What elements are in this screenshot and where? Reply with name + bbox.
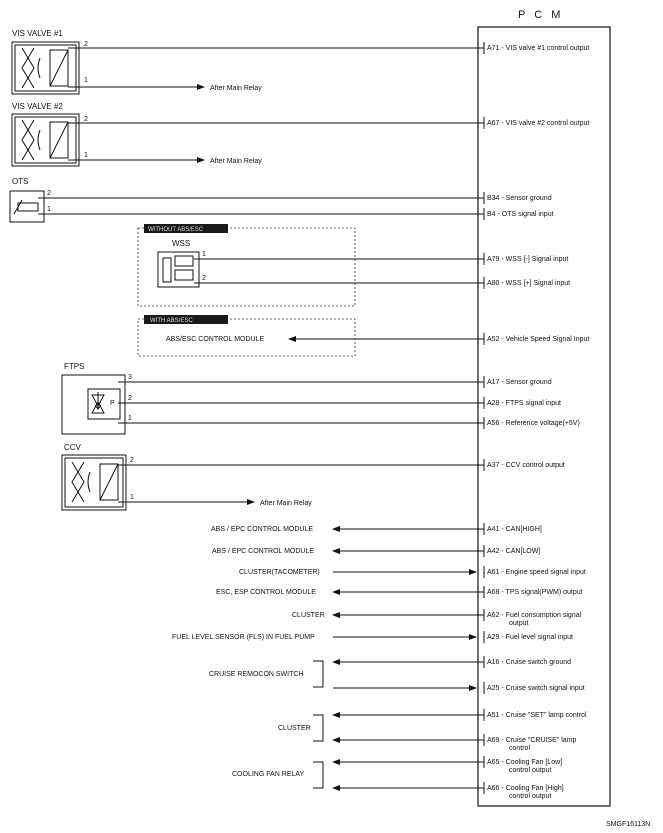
pcm-pin-label: A69 - Cruise "CRUISE" lamp — [487, 737, 576, 744]
vis1-after-relay: After Main Relay — [210, 85, 262, 92]
vis2-valve-symbol — [11, 113, 80, 167]
fan-relay-bracket — [313, 761, 324, 789]
module-abs-epc-high: ABS / EPC CONTROL MODULE — [211, 526, 313, 533]
ots-pin2: 2 — [47, 190, 51, 197]
wss-label: WSS — [172, 239, 190, 248]
ftps-p-letter: P — [110, 400, 115, 407]
ftps-pin1: 1 — [128, 415, 132, 422]
pcm-pin-label: A52 - Vehicle Speed Signal Input — [487, 336, 589, 343]
ftps-label: FTPS — [64, 362, 84, 371]
without-abs-region — [137, 227, 356, 307]
vis2-pin2: 2 — [84, 116, 88, 123]
ccv-label: CCV — [64, 443, 82, 452]
vis2-after-relay: After Main Relay — [210, 158, 262, 165]
module-fan-relay: COOLING FAN RELAY — [232, 771, 305, 778]
cluster-lamp-bracket — [313, 714, 324, 742]
without-abs-tag — [144, 224, 228, 233]
pcm-pin-label-cont: control output — [509, 793, 551, 800]
pcm-pin-label: B4 - OTS signal input — [487, 211, 554, 218]
module-cluster-fuel: CLUSTER — [292, 612, 325, 619]
ots-label: OTS — [12, 177, 28, 186]
pcm-pin-label: A25 - Cruise switch signal input — [487, 685, 585, 692]
module-cluster-lamp: CLUSTER — [278, 725, 311, 732]
pcm-pin-label: A68 - TPS signal(PWM) output — [487, 589, 583, 596]
ots-sensor-symbol — [9, 190, 45, 223]
ccv-valve-symbol — [61, 454, 127, 511]
ftps-pin2: 2 — [128, 395, 132, 402]
ots-pin1: 1 — [47, 206, 51, 213]
pcm-box — [477, 26, 611, 807]
pcm-pin-label: A80 - WSS [+] Signal input — [487, 280, 570, 287]
pcm-pin-label: A42 - CAN[LOW] — [487, 548, 540, 555]
module-cruise-switch: CRUISE REMOCON SWITCH — [209, 671, 304, 678]
module-fls: FUEL LEVEL SENSOR (FLS) IN FUEL PUMP — [172, 634, 315, 641]
pcm-pin-label: A61 - Engine speed signal input — [487, 569, 586, 576]
pcm-pin-label: A62 - Fuel consumption signal — [487, 612, 582, 619]
pcm-pin-label: A65 - Cooling Fan [Low] — [487, 759, 562, 766]
pcm-pin-label-cont: control — [509, 745, 530, 752]
with-abs-region — [137, 318, 356, 357]
pcm-pin-label-cont: output — [509, 620, 529, 627]
pcm-pin-label: A71 - VIS valve #1 control output — [487, 45, 589, 52]
ftps-sensor-symbol — [61, 374, 126, 435]
with-abs-tag — [144, 315, 228, 324]
ftps-pin3: 3 — [128, 374, 132, 381]
ccv-pin2: 2 — [130, 457, 134, 464]
vis1-label: VIS VALVE #1 — [12, 29, 63, 38]
pcm-title: P C M — [518, 9, 563, 21]
pcm-pin-label: A56 - Reference voltage(+5V) — [487, 420, 580, 427]
ccv-pin1: 1 — [130, 494, 134, 501]
vis1-valve-symbol — [11, 41, 80, 95]
wss-pin2: 2 — [202, 275, 206, 282]
vis2-label: VIS VALVE #2 — [12, 102, 63, 111]
pcm-pin-label: A79 - WSS [-] Signal input — [487, 256, 568, 263]
pcm-pin-label: A28 - FTPS signal input — [487, 400, 561, 407]
pcm-pin-label: A41 - CAN[HIGH] — [487, 526, 542, 533]
wss-pin1: 1 — [202, 251, 206, 258]
cruise-bracket — [313, 660, 324, 688]
pcm-pin-label: A16 - Cruise switch ground — [487, 659, 571, 666]
pcm-pin-label: A17 - Sensor ground — [487, 379, 552, 386]
module-cluster-tach: CLUSTER(TACOMETER) — [239, 569, 320, 576]
pcm-pin-label: A67 - VIS valve #2 control output — [487, 120, 589, 127]
pcm-pin-label: A51 - Cruise "SET" lamp control — [487, 712, 587, 719]
wss-sensor-symbol — [157, 251, 200, 288]
pcm-pin-label: B34 - Sensor ground — [487, 195, 552, 202]
module-abs-epc-low: ABS / EPC CONTROL MODULE — [212, 548, 314, 555]
pcm-pin-label-cont: control output — [509, 767, 551, 774]
vis1-pin2: 2 — [84, 41, 88, 48]
abs-module-label: ABS/ESC CONTROL MODULE — [166, 336, 264, 343]
vis2-pin1: 1 — [84, 152, 88, 159]
module-esc-esp: ESC, ESP CONTROL MODULE — [216, 589, 316, 596]
pcm-pin-label: A29 - Fuel level signal input — [487, 634, 573, 641]
pcm-pin-label: A66 - Cooling Fan [High] — [487, 785, 564, 792]
ccv-after-relay: After Main Relay — [260, 500, 312, 507]
vis1-pin1: 1 — [84, 77, 88, 84]
pcm-pin-label: A37 - CCV control output — [487, 462, 565, 469]
with-abs-tag-text: WITH ABS/ESC — [150, 318, 193, 324]
footer-code: SMGF16113N — [606, 821, 650, 828]
without-abs-tag-text: WITHOUT ABS/ESC — [148, 227, 204, 233]
